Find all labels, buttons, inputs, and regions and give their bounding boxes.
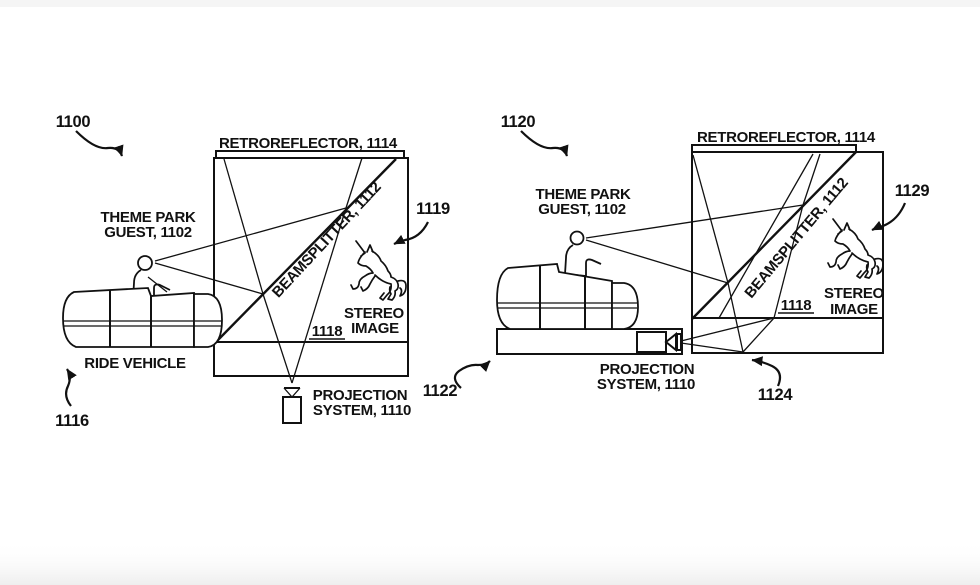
leader-arrow-1124 [751,356,782,387]
ride-vehicle-shape [496,263,639,330]
sightline-lower [154,262,264,295]
guest-label-line1: THEME PARK [535,186,631,203]
stereo-label-line2: IMAGE [830,301,878,318]
beamsplitter-diagonal [691,151,857,320]
ray-beamsplitter-to-projector [262,293,293,384]
figure-1120: 1120 RETROREFLECTOR, 1114 THEME PARK GUE… [423,113,930,404]
guest-label-line1: THEME PARK [100,209,196,226]
leader-arrow-1119 [393,221,429,245]
beamsplitter-label: BEAMSPLITTER, 1112 [269,179,385,301]
retroreflector-label: RETROREFLECTOR, 1114 [219,135,398,152]
leader-arrow-1116 [64,368,77,407]
stereo-label-line1: STEREO [824,285,885,302]
page-bottom-tint [0,541,980,585]
retroreflector-bar [215,150,405,159]
sightline-upper [585,204,804,239]
guest-figure [564,230,602,277]
ray-beamsplitter-to-retro [802,153,821,206]
vehicle-ref-1116: 1116 [55,412,89,430]
stereo-label-line1: STEREO [344,305,405,322]
projection-label-line2: SYSTEM, 1110 [597,376,695,393]
retroreflector-label: RETROREFLECTOR, 1114 [697,129,876,146]
screen-ref-1118: 1118 [781,297,812,314]
ray-projector-to-beamsplitter [291,207,347,384]
ray-beamsplitter-to-retro [345,157,363,209]
figure-1100: 1100 RETROREFLECTOR, 1114 THEME PARK GUE… [55,113,450,430]
sightline-upper [154,207,347,262]
ray-projector-upper [680,317,775,342]
stereo-image-ref-1119: 1119 [416,200,450,218]
screen-ref-1118: 1118 [312,323,343,340]
ray-beamsplitter-to-screen [773,204,804,319]
leader-arrow-1120 [520,130,569,157]
ride-vehicle-label: RIDE VEHICLE [84,355,186,372]
ray-retro-to-screen [718,153,814,319]
ride-vehicle-shape [62,287,223,348]
screen-edge-ref-1124: 1124 [758,386,794,404]
guest-label-line2: GUEST, 1102 [538,201,626,218]
figure-ref-1100: 1100 [56,113,91,131]
stereo-image-ref-1129: 1129 [895,182,930,200]
projection-label-line1: PROJECTION [313,387,408,404]
ray-projector-lower [680,342,744,353]
ray-beamsplitter-down [727,282,744,353]
retroreflector-bar [691,144,857,153]
projector-icon [636,331,682,353]
ray-retro-to-beamsplitter [223,158,264,295]
sightline-lower [585,239,729,284]
guest-label-line2: GUEST, 1102 [104,224,192,241]
leader-arrow-1122 [453,360,491,389]
ray-screen-edge [742,317,775,353]
page-top-tint [0,0,980,7]
unicorn-icon [827,218,884,279]
leader-arrow-1129 [871,202,907,231]
projection-label-line1: PROJECTION [600,361,695,378]
projector-icon [282,387,302,424]
projection-label-line2: SYSTEM, 1110 [313,402,411,419]
leader-arrow-1100 [75,130,124,157]
platform-ref-1122: 1122 [423,382,458,400]
unicorn-icon [350,240,407,301]
stereo-label-line2: IMAGE [351,320,399,337]
figure-ref-1120: 1120 [501,113,536,131]
beamsplitter-diagonal [215,158,397,343]
